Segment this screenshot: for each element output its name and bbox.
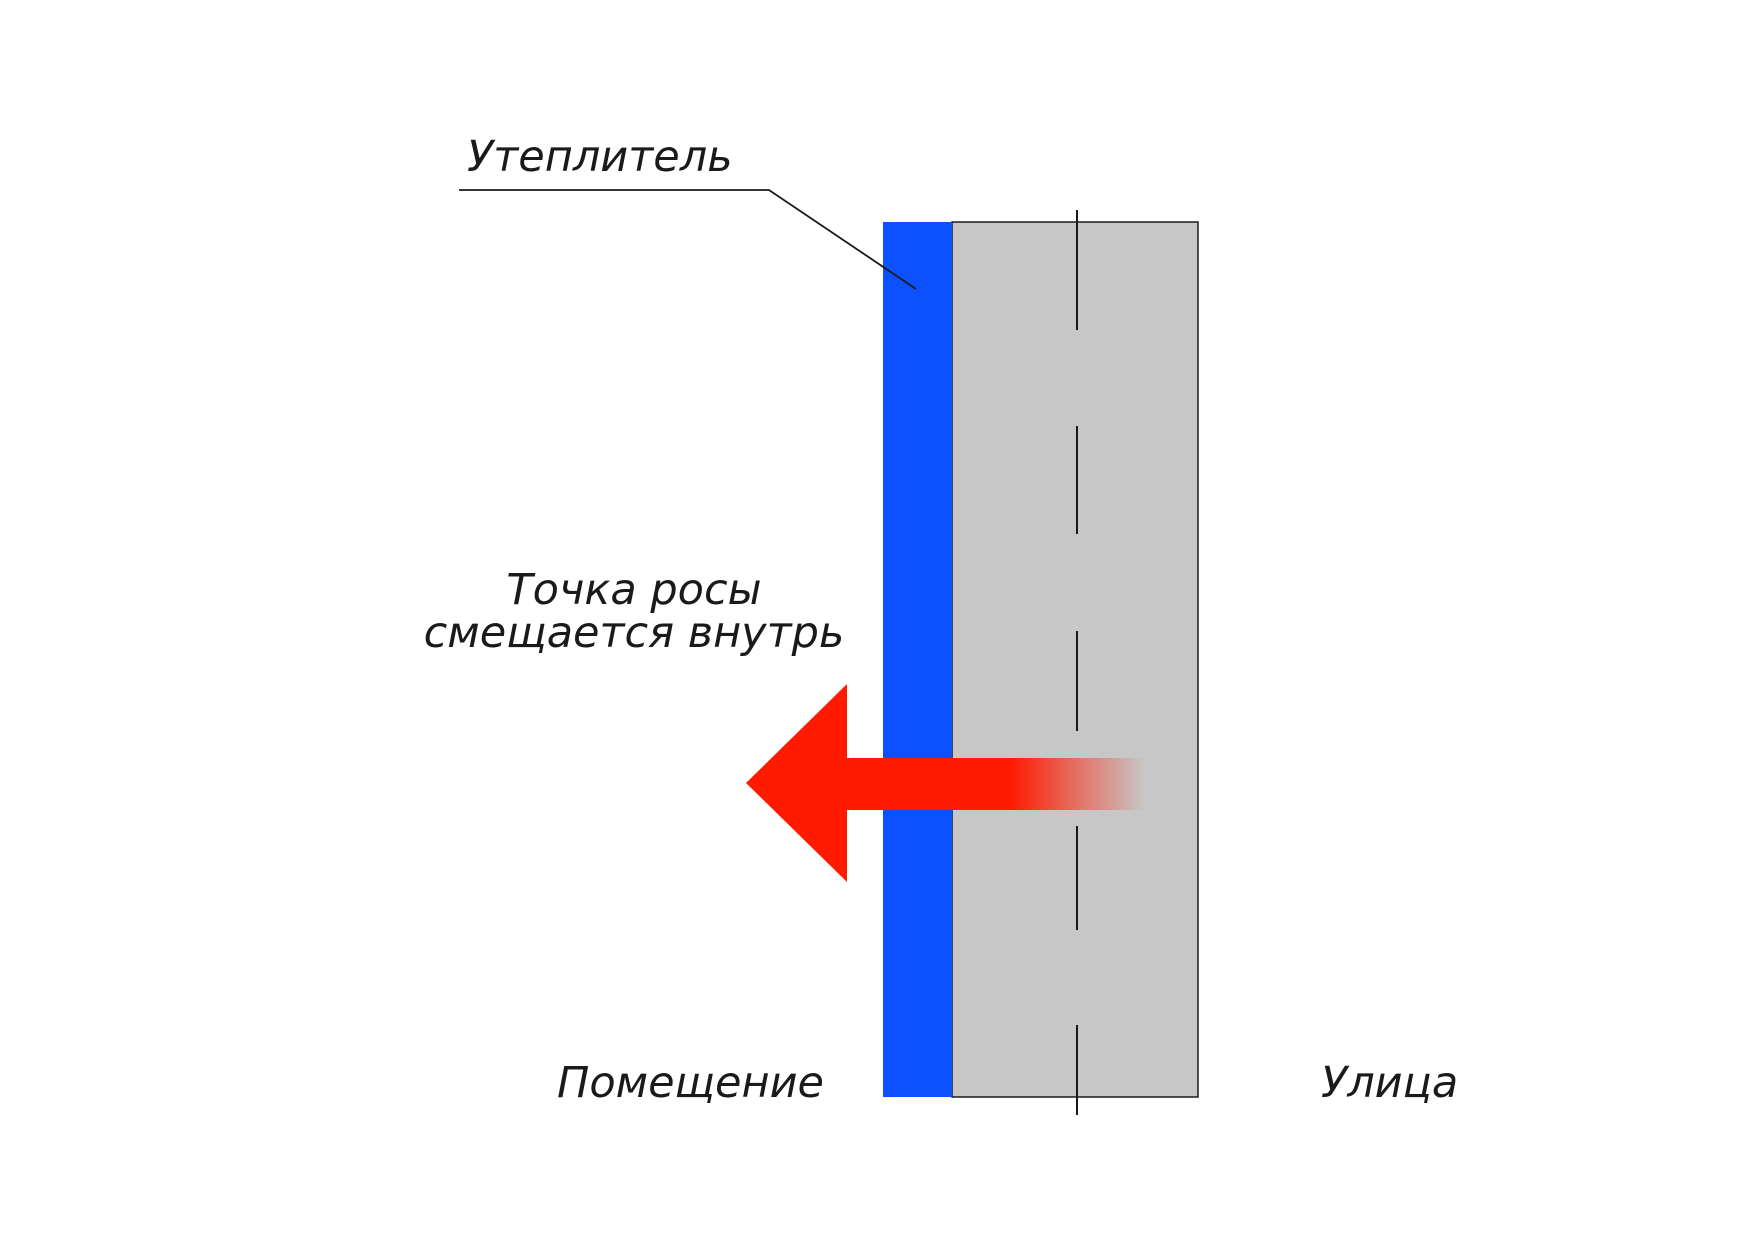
insulation-leader-line (459, 189, 917, 290)
dew-point-label-line1: Точка росы (506, 565, 761, 615)
street-label: Улица (1321, 1058, 1458, 1108)
arrow-head (746, 684, 847, 882)
insulation-label: Утеплитель (467, 132, 733, 182)
dew-point-label-line2: смещается внутрь (424, 608, 845, 658)
dew-point-arrow (746, 684, 1145, 882)
wall-layer (951, 221, 1199, 1098)
room-label: Помещение (557, 1058, 824, 1108)
arrow-shaft (845, 758, 1145, 810)
insulation-layer (883, 222, 952, 1097)
